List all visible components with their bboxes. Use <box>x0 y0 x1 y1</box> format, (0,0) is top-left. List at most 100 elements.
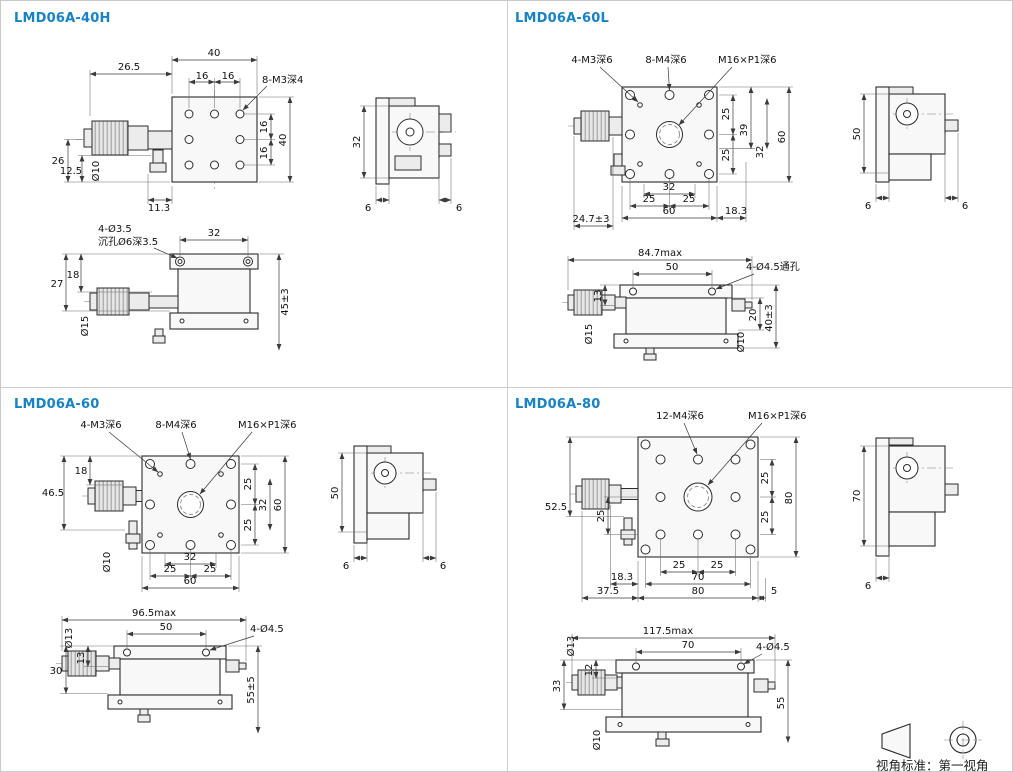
dim-label: 32 <box>208 228 221 239</box>
truncated-cone-icon <box>881 723 911 759</box>
elevation-dimensions: 84.7max 50 4-Ø4.5通孔 13 Ø15 20 40±3 Ø10 <box>567 248 800 353</box>
dim-label: 40 <box>208 48 221 59</box>
elevation-view <box>84 253 259 344</box>
panel-lmd06a-40h: LMD06A-40H <box>2 2 507 386</box>
dim-label: 117.5max <box>643 626 693 637</box>
dim-label: 24.7±3 <box>572 214 609 225</box>
panel-lmd06a-60: LMD06A-60 <box>2 388 507 771</box>
dim-label: Ø13 <box>565 636 577 657</box>
dim-label: 16 <box>259 121 270 134</box>
front-dimensions: 40 26.5 16 16 8-M3深4 16 16 40 26 <box>52 48 304 214</box>
dim-label: 52.5 <box>545 502 567 513</box>
dim-label: 30 <box>50 666 63 677</box>
callout-label: 4-Ø3.5 <box>98 223 132 235</box>
end-knob <box>225 659 240 673</box>
dim-label: 25 <box>243 478 254 491</box>
clamp-knob <box>643 347 657 361</box>
dim-label: 32 <box>663 182 676 193</box>
dim-label: 12.5 <box>60 166 82 177</box>
dim-label: 26 <box>52 156 65 167</box>
callout-label: 8-M4深6 <box>155 419 196 431</box>
dim-label: 18.3 <box>611 572 633 583</box>
clamp-knob <box>137 708 151 723</box>
dim-label: 84.7max <box>638 248 682 259</box>
dim-label: 16 <box>259 147 270 160</box>
dim-label: 25 <box>643 194 656 205</box>
dim-label: Ø10 <box>101 552 113 573</box>
dim-label: 55 <box>776 697 787 710</box>
panel-lmd06a-60l: LMD06A-60L <box>508 2 1012 386</box>
dim-label: 6 <box>343 561 349 572</box>
dim-label: 60 <box>184 576 197 587</box>
elevation-view <box>566 659 776 747</box>
dim-label: 25 <box>673 560 686 571</box>
dim-label: 13 <box>593 290 604 303</box>
dim-label: 50 <box>666 262 679 273</box>
callout-label: 4-Ø4.5 <box>250 623 284 635</box>
side-dimensions: 70 6 <box>852 445 890 592</box>
model-title: LMD06A-40H <box>14 11 111 26</box>
front-view <box>76 90 258 189</box>
dim-label: 18 <box>67 270 80 281</box>
dim-label: 45±3 <box>280 288 291 315</box>
dim-label: Ø15 <box>79 316 91 337</box>
dim-label: 12 <box>584 664 595 677</box>
dim-label: Ø15 <box>583 324 595 345</box>
dim-label: Ø10 <box>735 332 747 353</box>
clamp-knob <box>125 520 141 550</box>
side-view <box>353 445 437 544</box>
dim-label: Ø10 <box>90 161 102 182</box>
callout-label: 4-M3深6 <box>80 419 121 431</box>
dim-label: 32 <box>184 552 197 563</box>
dim-label: 27 <box>51 279 64 290</box>
end-knob <box>753 678 769 693</box>
front-dimensions: 12-M4深6 M16×P1深6 52.5 25 25 25 80 25 <box>545 410 807 602</box>
dim-label: 25 <box>596 510 607 523</box>
micrometer-head <box>87 480 143 512</box>
dim-label: 26.5 <box>118 62 140 73</box>
dim-label: 6 <box>962 201 968 212</box>
dim-label: 50 <box>852 128 863 141</box>
dim-label: 96.5max <box>132 608 176 619</box>
dim-label: 6 <box>365 203 371 214</box>
dim-label: 25 <box>164 564 177 575</box>
horizontal-divider <box>1 387 1012 388</box>
dim-label: 70 <box>692 572 705 583</box>
dim-label: 25 <box>243 519 254 532</box>
micrometer-head <box>83 120 173 156</box>
dim-label: 39 <box>739 124 750 137</box>
elevation-dimensions: 96.5max 50 4-Ø4.5 Ø13 13 30 55±5 <box>50 608 284 734</box>
elevation-view <box>562 284 753 361</box>
side-view <box>375 97 456 185</box>
dim-label: 6 <box>865 581 871 592</box>
front-dimensions: 4-M3深6 8-M4深6 M16×P1深6 18 46.5 Ø10 25 25 <box>42 419 297 592</box>
dim-label: 25 <box>683 194 696 205</box>
side-view <box>875 86 959 183</box>
callout-label: 12-M4深6 <box>656 410 704 422</box>
dim-label: 25 <box>721 149 732 162</box>
vertical-divider <box>507 1 508 771</box>
front-view <box>82 455 240 554</box>
model-title: LMD06A-60L <box>515 11 609 26</box>
center-bore <box>656 121 683 148</box>
dim-label: 18 <box>75 466 88 477</box>
dim-label: 25 <box>760 511 771 524</box>
callout-label: 沉孔Ø6深3.5 <box>98 235 158 248</box>
dim-label: 6 <box>865 201 871 212</box>
dim-label: 25 <box>721 108 732 121</box>
end-knob <box>731 298 746 312</box>
dim-label: 80 <box>692 586 705 597</box>
callout-label: 8-M4深6 <box>645 54 686 66</box>
dim-label: 18.3 <box>725 206 747 217</box>
dim-label: 60 <box>663 206 676 217</box>
drawing-lmd06a-40h: 40 26.5 16 16 8-M3深4 16 16 40 26 <box>51 48 462 351</box>
dim-label: 16 <box>196 71 209 82</box>
dim-label: 70 <box>852 490 863 503</box>
dim-label: 11.3 <box>148 203 170 214</box>
dim-label: 37.5 <box>597 586 619 597</box>
dim-label: 6 <box>456 203 462 214</box>
dim-label: 70 <box>682 640 695 651</box>
callout-label: M16×P1深6 <box>238 419 297 431</box>
model-title: LMD06A-80 <box>515 397 601 412</box>
